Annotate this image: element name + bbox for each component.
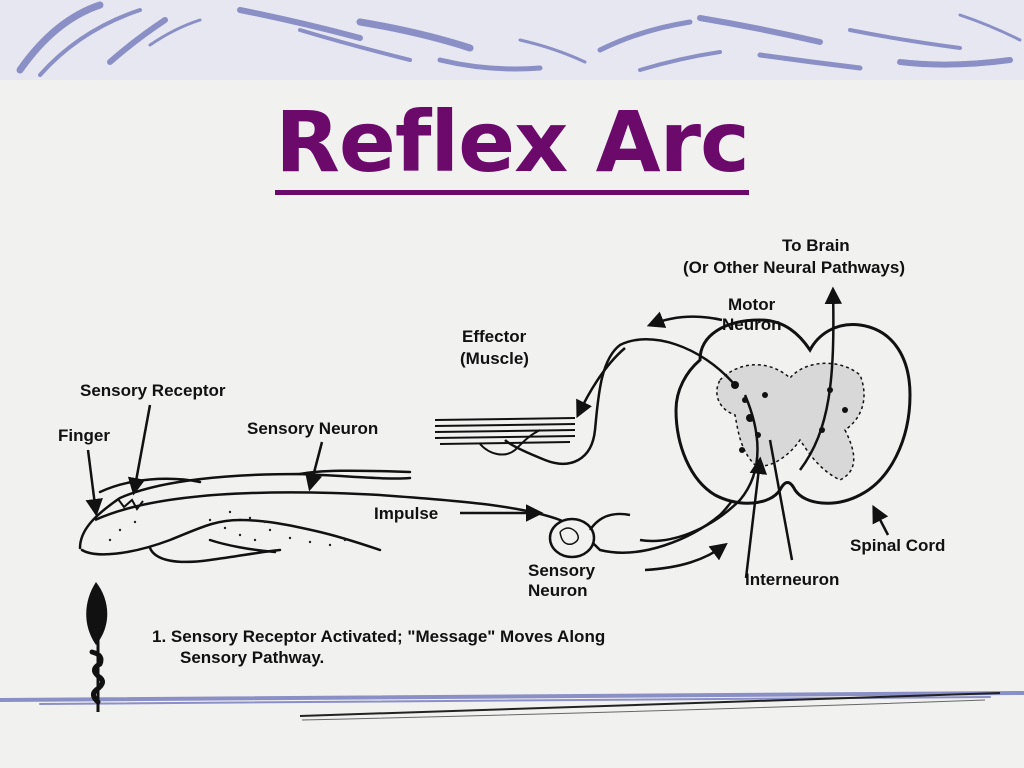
label-muscle: (Muscle)	[460, 349, 529, 368]
spinal-cord-cross-section	[674, 318, 912, 505]
slide-title-text: Reflex Arc	[275, 100, 750, 195]
label-sensory-neuron: Sensory Neuron	[247, 419, 379, 438]
caption-line-2: Sensory Pathway.	[180, 648, 325, 667]
sensory-receptor-ending	[109, 497, 144, 511]
interneuron-pointer-arrows	[744, 456, 768, 579]
label-motor: Motor	[728, 295, 776, 314]
label-effector: Effector	[462, 327, 527, 346]
sensory-fiber	[94, 439, 762, 554]
effector-arrow	[576, 347, 626, 419]
effector-muscle	[434, 417, 576, 456]
label-ganglion-sensory: Sensory	[528, 561, 596, 580]
pathway-arrows	[85, 286, 890, 572]
motor-fiber	[504, 338, 736, 465]
hand-stipple	[108, 510, 347, 547]
label-sensory-receptor: Sensory Receptor	[80, 381, 226, 400]
label-finger: Finger	[58, 426, 110, 445]
receptor-pointer-arrow	[127, 404, 152, 496]
interneuron-path	[639, 394, 794, 561]
motor-outgoing-arrow	[646, 311, 723, 328]
label-other-neural-pathways: (Or Other Neural Pathways)	[683, 258, 906, 277]
incoming-sensory-arrow	[644, 542, 728, 572]
label-to-brain: To Brain	[782, 236, 850, 255]
sensory-neuron-ganglion	[548, 512, 631, 559]
spinal-cord-arrow	[872, 504, 890, 536]
label-impulse: Impulse	[374, 504, 439, 523]
brain-ascending-arrow	[798, 286, 843, 471]
label-interneuron: Interneuron	[745, 570, 840, 589]
label-motor-neuron: Neuron	[722, 315, 782, 334]
sensory-neuron-pointer-arrow	[305, 441, 324, 492]
caption-line-1: 1. Sensory Receptor Activated; "Message"…	[152, 627, 606, 646]
stimulus-icon	[86, 582, 108, 712]
finger-pointer-arrow	[85, 449, 103, 517]
label-spinal-cord: Spinal Cord	[850, 536, 946, 555]
hand-drawing	[78, 469, 412, 564]
slide-title: Reflex Arc	[0, 100, 1024, 195]
label-ganglion-neuron: Neuron	[528, 581, 588, 600]
